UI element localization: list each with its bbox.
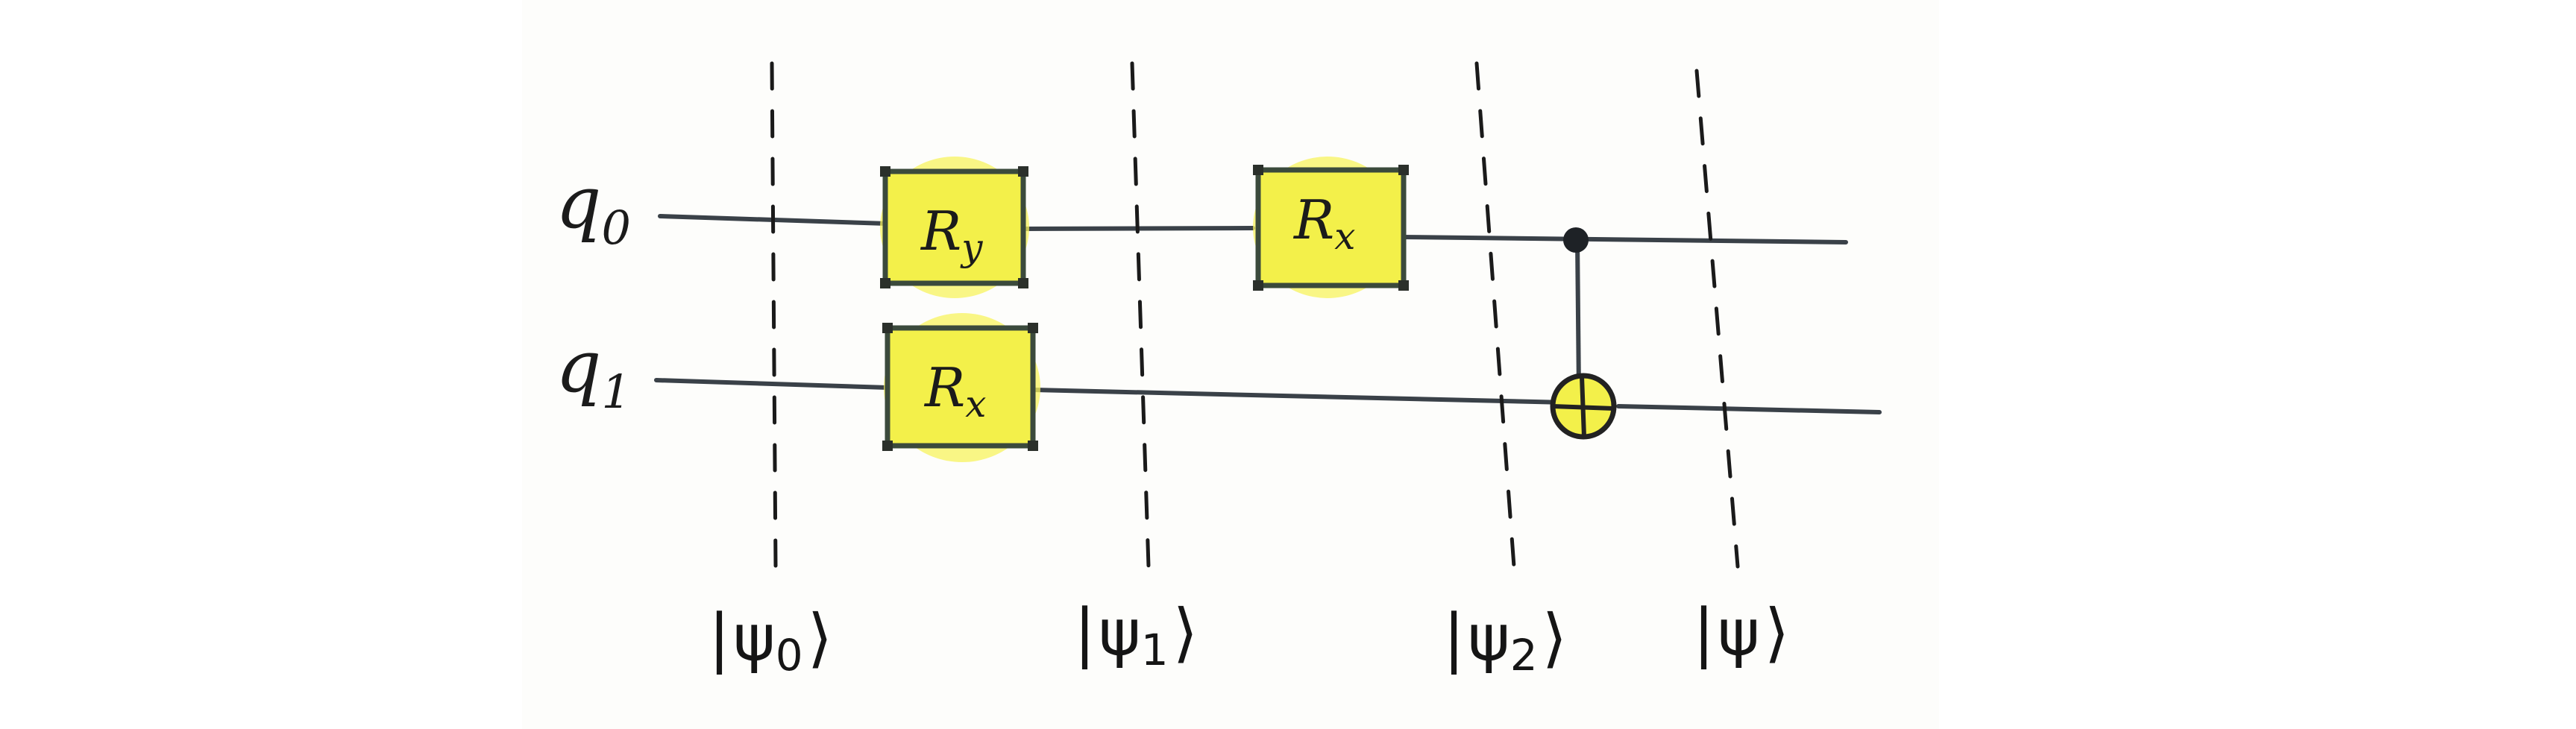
qubit-label-q1: q1: [556, 325, 631, 419]
state-label-psi1: |ψ1⟩: [1074, 596, 1198, 675]
gate-rx-q0-base: R: [1292, 189, 1334, 251]
gate-rx-q1-base: R: [923, 356, 965, 419]
qubit-label-q0: q0: [556, 161, 631, 255]
cnot-gate: [1550, 227, 1617, 440]
svg-text:Rx: Rx: [923, 356, 986, 426]
gate-rx-q1-sub: x: [965, 382, 986, 426]
svg-text:Rx: Rx: [1292, 189, 1355, 258]
qubit-wire-q1: [654, 378, 1882, 414]
slice-line-psi: [1694, 69, 1740, 569]
gate-rx-q1: Rx: [882, 313, 1040, 462]
state-label-psi2: |ψ2⟩: [1443, 601, 1567, 681]
gate-rx-q0-sub: x: [1334, 215, 1355, 258]
state-label-psi0: |ψ0⟩: [709, 601, 832, 681]
cnot-control-dot: [1563, 227, 1589, 253]
paper-background: [522, 0, 1939, 729]
svg-text:Ry: Ry: [920, 200, 983, 269]
gate-rx-q0: Rx: [1253, 157, 1409, 298]
slice-line-psi2: [1474, 61, 1516, 569]
slice-line-psi0: [770, 61, 778, 569]
gate-ry-q0: Ry: [880, 157, 1029, 298]
cnot-target: [1550, 373, 1617, 440]
state-label-psi: |ψ⟩: [1693, 596, 1789, 670]
gate-ry-base: R: [920, 200, 961, 262]
gate-ry-sub: y: [960, 226, 983, 269]
slice-line-psi1: [1130, 61, 1151, 569]
cnot-connector: [1575, 239, 1581, 392]
